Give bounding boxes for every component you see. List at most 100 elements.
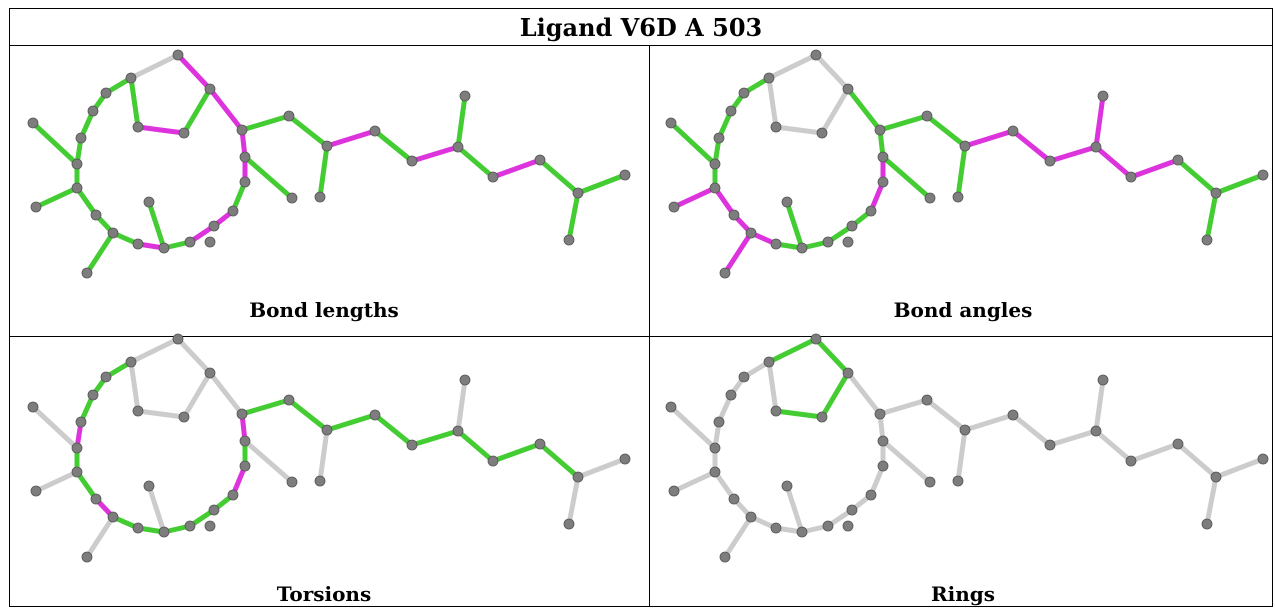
atom bbox=[877, 460, 889, 472]
bond bbox=[1093, 144, 1134, 180]
atom bbox=[283, 110, 295, 122]
atom bbox=[321, 140, 333, 152]
bond bbox=[722, 230, 754, 276]
atom bbox=[781, 480, 793, 492]
atom bbox=[668, 485, 680, 497]
bond bbox=[566, 474, 581, 527]
atom bbox=[321, 424, 333, 436]
atom bbox=[239, 435, 251, 447]
atom bbox=[719, 267, 731, 279]
atom bbox=[1007, 125, 1019, 137]
bond bbox=[242, 438, 295, 485]
atom bbox=[1097, 374, 1109, 386]
bond bbox=[955, 143, 968, 200]
atom bbox=[204, 367, 216, 379]
bond bbox=[712, 469, 737, 502]
bond bbox=[773, 408, 825, 420]
horizontal-divider bbox=[10, 336, 1272, 337]
atom bbox=[1172, 154, 1184, 166]
atom bbox=[1125, 455, 1137, 467]
atom bbox=[770, 405, 782, 417]
atom bbox=[763, 356, 775, 368]
atom bbox=[132, 238, 144, 250]
atom bbox=[132, 522, 144, 534]
atom bbox=[865, 489, 877, 501]
atom bbox=[959, 424, 971, 436]
bond bbox=[537, 441, 581, 480]
bond bbox=[455, 377, 468, 434]
bond bbox=[74, 469, 99, 502]
atom bbox=[184, 520, 196, 532]
bond bbox=[712, 185, 737, 218]
bond bbox=[455, 93, 468, 150]
atom bbox=[534, 154, 546, 166]
atom bbox=[842, 520, 854, 532]
bond bbox=[30, 404, 80, 451]
bond bbox=[955, 427, 968, 484]
atom bbox=[178, 411, 190, 423]
bond bbox=[766, 336, 819, 365]
atom bbox=[286, 476, 298, 488]
atom bbox=[30, 485, 42, 497]
atom bbox=[143, 196, 155, 208]
atom bbox=[452, 425, 464, 437]
bond bbox=[1047, 144, 1099, 164]
atom bbox=[572, 471, 584, 483]
atom bbox=[314, 475, 326, 487]
atom bbox=[959, 140, 971, 152]
bond bbox=[813, 336, 851, 376]
bond bbox=[1128, 441, 1181, 464]
atom bbox=[487, 171, 499, 183]
bond bbox=[924, 113, 968, 149]
bond bbox=[773, 124, 825, 136]
bond bbox=[242, 154, 295, 201]
atom bbox=[1257, 169, 1269, 181]
atom bbox=[709, 442, 721, 454]
bond bbox=[74, 185, 99, 218]
atom bbox=[563, 234, 575, 246]
bond bbox=[84, 230, 116, 276]
atom bbox=[572, 187, 584, 199]
bond bbox=[1213, 172, 1266, 196]
atom bbox=[738, 87, 750, 99]
atom bbox=[921, 110, 933, 122]
atom bbox=[71, 442, 83, 454]
vertical-divider bbox=[649, 46, 650, 607]
bond bbox=[962, 128, 1016, 149]
bond bbox=[877, 113, 930, 133]
atom bbox=[75, 416, 87, 428]
atom bbox=[178, 127, 190, 139]
bond bbox=[1204, 474, 1219, 527]
atom bbox=[1201, 518, 1213, 530]
atom bbox=[763, 72, 775, 84]
bond bbox=[33, 185, 80, 210]
bond bbox=[668, 404, 718, 451]
atom bbox=[283, 394, 295, 406]
atom bbox=[665, 401, 677, 413]
bond bbox=[128, 75, 141, 130]
bond bbox=[324, 412, 378, 433]
atom bbox=[668, 201, 680, 213]
atom bbox=[534, 438, 546, 450]
atom bbox=[30, 201, 42, 213]
bond bbox=[175, 336, 213, 376]
atom bbox=[1090, 141, 1102, 153]
atom bbox=[27, 401, 39, 413]
bond bbox=[575, 172, 628, 196]
atom bbox=[107, 227, 119, 239]
atom bbox=[709, 158, 721, 170]
bond bbox=[671, 469, 718, 494]
bond bbox=[668, 120, 718, 167]
atom bbox=[184, 236, 196, 248]
atom bbox=[728, 493, 740, 505]
bond bbox=[766, 359, 779, 414]
atom bbox=[713, 416, 725, 428]
bond bbox=[181, 370, 213, 420]
bond bbox=[1093, 93, 1106, 150]
atom bbox=[816, 127, 828, 139]
bond bbox=[1010, 128, 1053, 164]
atom bbox=[208, 220, 220, 232]
atom bbox=[452, 141, 464, 153]
bond bbox=[1175, 441, 1219, 480]
bond bbox=[409, 144, 461, 164]
